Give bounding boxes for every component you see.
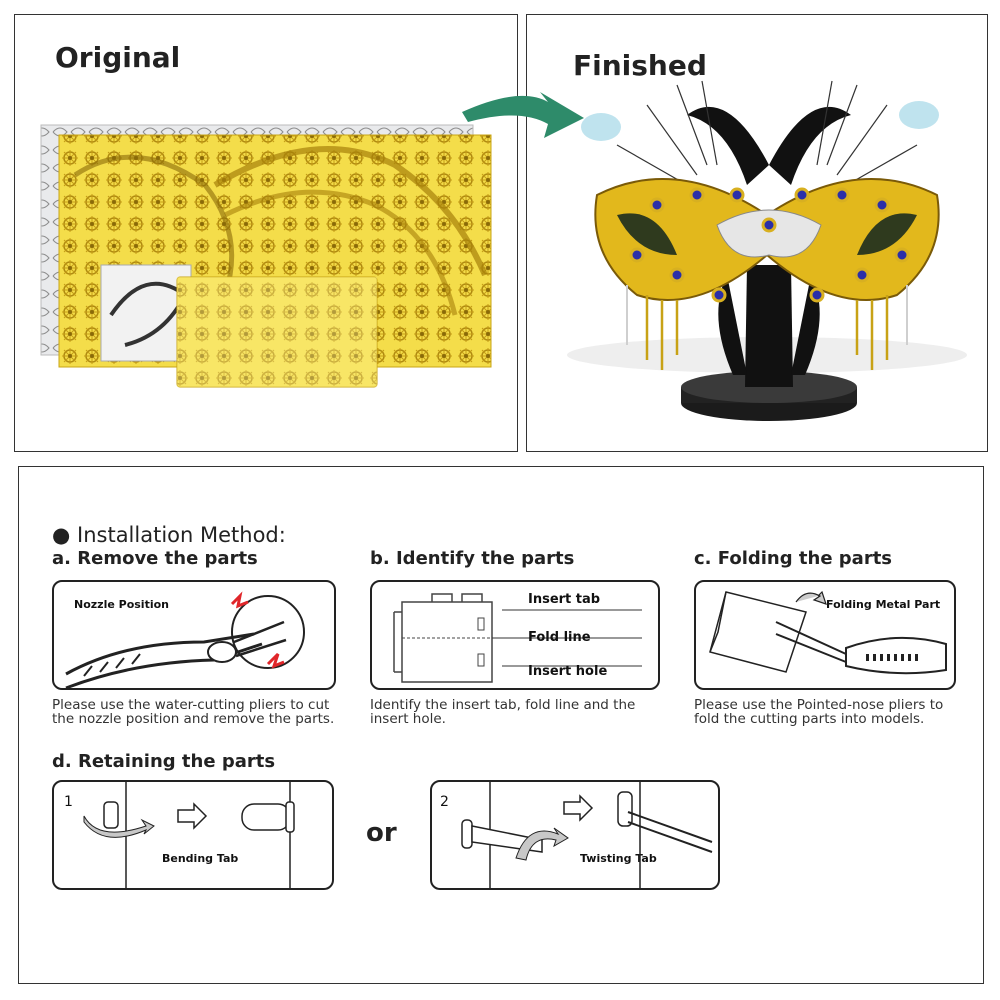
step-d2-number: 2 xyxy=(440,794,449,810)
bending-tab-label: Bending Tab xyxy=(162,852,239,865)
step-b-description: Identify the insert tab, fold line and t… xyxy=(370,697,636,727)
bullet-icon: ● xyxy=(52,523,71,547)
nozzle-position-label: Nozzle Position xyxy=(74,598,169,611)
pliers-cut-icon xyxy=(65,591,305,688)
finished-panel: Finished xyxy=(526,14,988,452)
insert-tab-label: Insert tab xyxy=(528,592,601,607)
step-d2-illustration: 2 Twisting Tab xyxy=(430,780,720,890)
step-b-title: b. Identify the parts xyxy=(370,548,575,569)
step-c-description: Please use the Pointed-nose pliers to fo… xyxy=(694,697,944,727)
step-d1-number: 1 xyxy=(64,794,73,810)
installation-panel xyxy=(18,466,984,984)
installation-heading-text: Installation Method: xyxy=(77,523,286,547)
step-b-illustration: Insert tab Fold line Insert hole xyxy=(370,580,660,690)
insert-hole-label: Insert hole xyxy=(528,664,608,679)
transition-arrow-icon xyxy=(462,92,584,138)
bending-tab-icon xyxy=(83,782,295,888)
or-text: or xyxy=(366,818,397,848)
step-a-title: a. Remove the parts xyxy=(52,548,258,569)
step-c-illustration: Folding Metal Part xyxy=(694,580,956,690)
step-d1-illustration: 1 Bending Tab xyxy=(52,780,334,890)
part-diagram-icon xyxy=(393,593,642,683)
twisting-tab-icon xyxy=(461,782,713,888)
finished-mask-image xyxy=(567,80,967,421)
pliers-fold-icon xyxy=(709,590,947,675)
original-title: Original xyxy=(55,41,181,74)
twisting-tab-label: Twisting Tab xyxy=(580,852,657,865)
folding-metal-part-label: Folding Metal Part xyxy=(826,598,941,611)
step-a-illustration: Nozzle Position xyxy=(52,580,336,690)
step-c-title: c. Folding the parts xyxy=(694,548,893,569)
fold-line-label: Fold line xyxy=(528,630,591,645)
step-d-title: d. Retaining the parts xyxy=(52,751,276,772)
step-a-description: Please use the water-cutting pliers to c… xyxy=(52,697,335,727)
installation-heading: ● Installation Method: xyxy=(52,523,286,547)
finished-title: Finished xyxy=(573,49,707,82)
metal-sheets-image xyxy=(40,124,492,388)
original-panel: Original xyxy=(14,14,518,452)
